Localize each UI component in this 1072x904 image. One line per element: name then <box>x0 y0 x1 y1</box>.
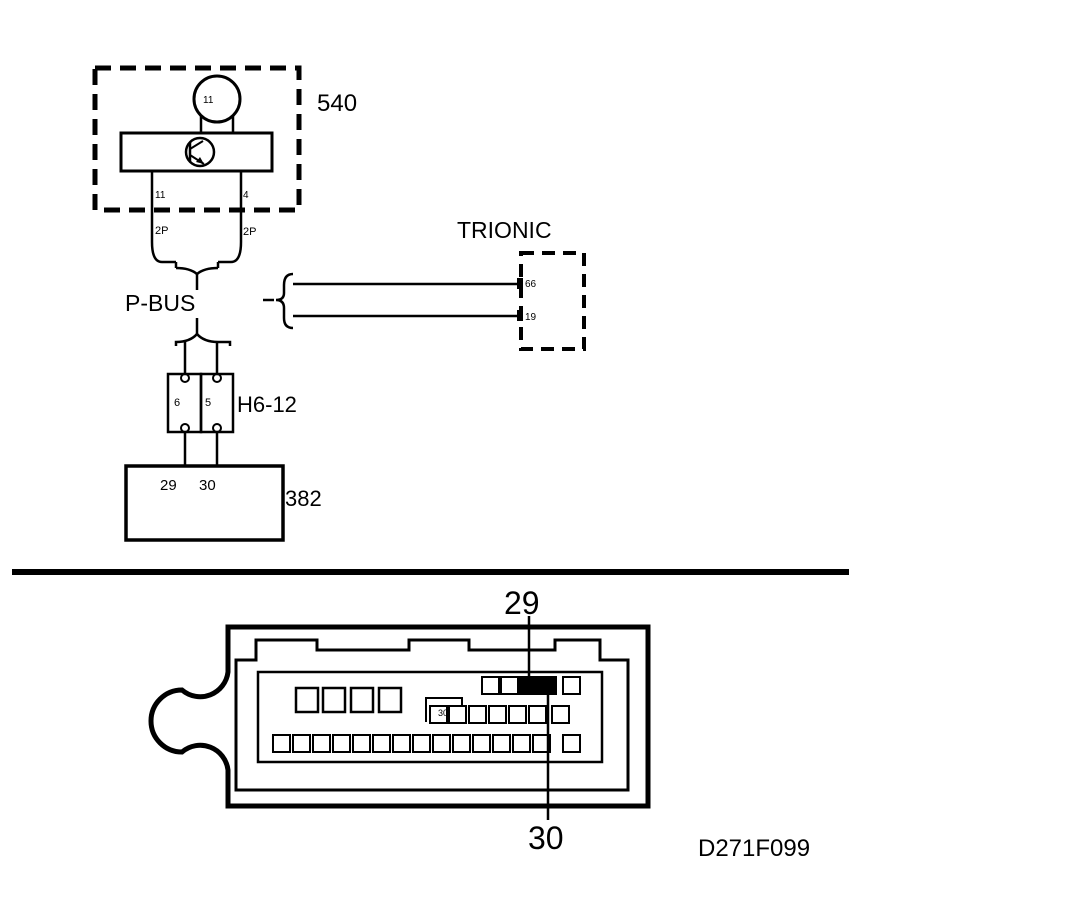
trionic-bracket <box>275 272 294 330</box>
h6-pin-5: 5 <box>205 397 211 409</box>
pin-label-11: 11 <box>155 190 166 201</box>
connector-face-view: 30 29 30 <box>148 585 651 856</box>
component-540-label: 540 <box>317 90 357 117</box>
callout-label-30: 30 <box>528 820 564 856</box>
trionic-dashed-border <box>519 251 586 351</box>
component-540: 11 11 4 2P 2P 540 <box>92 65 357 242</box>
small-pin-label: 30 <box>438 708 448 718</box>
component-382: 29 30 382 <box>124 464 322 542</box>
callout-label-29: 29 <box>504 585 540 621</box>
h6-pin-6: 6 <box>174 397 180 409</box>
component-382-label: 382 <box>285 486 322 511</box>
pin-30-cavity <box>538 676 557 695</box>
middle-pin-row: 30 <box>425 697 570 724</box>
trionic-label: TRIONIC <box>457 217 552 243</box>
component-382-pin-29: 29 <box>160 477 177 494</box>
connector-label-2p-left: 2P <box>155 225 168 237</box>
lamp-pin-label: 11 <box>203 95 214 106</box>
pin-29-cavity <box>519 676 538 695</box>
h6-label: H6-12 <box>237 392 297 417</box>
trionic-pin-66: 66 <box>525 279 537 290</box>
lamp-symbol <box>192 74 242 124</box>
pbus-label: P-BUS <box>125 290 195 316</box>
transistor-symbol <box>184 136 216 168</box>
top-pin-row <box>481 676 581 695</box>
connector-housing-inner <box>234 638 630 792</box>
component-540-dashed-border <box>92 65 302 213</box>
connector-label-2p-right: 2P <box>243 226 256 238</box>
trionic-module: 66 19 TRIONIC <box>263 217 586 351</box>
pbus-bundle: P-BUS <box>125 241 243 374</box>
connector-housing-outer <box>148 624 651 809</box>
driver-block <box>119 131 274 173</box>
pin-label-4: 4 <box>243 190 249 201</box>
bottom-pin-row <box>272 734 581 753</box>
trionic-pin-19: 19 <box>525 312 537 323</box>
component-382-pin-30: 30 <box>199 477 216 494</box>
figure-code: D271F099 <box>698 835 810 862</box>
connector-h6-12: 6 5 H6-12 <box>166 372 297 466</box>
